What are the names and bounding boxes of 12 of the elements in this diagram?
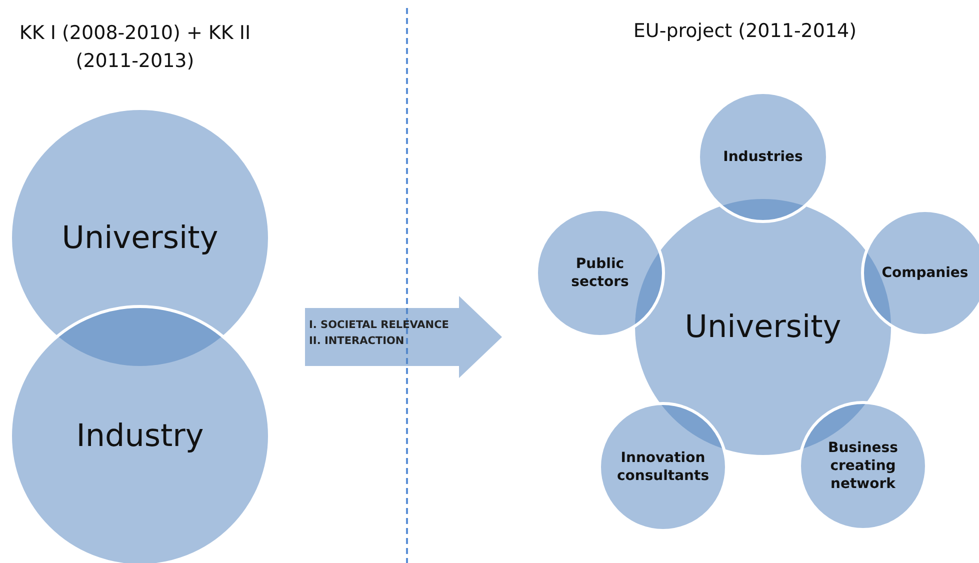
block-arrow <box>305 296 502 378</box>
circle-label: University <box>684 309 842 345</box>
circle-label: Business creating network <box>827 438 899 494</box>
edge-label: I. SOCIETAL RELEVANCE II. INTERACTION <box>309 318 449 349</box>
circle-label: Public sectors <box>570 254 630 292</box>
circle-label: Industry <box>76 418 204 454</box>
section-heading: EU-project (2011-2014) <box>632 19 858 44</box>
circle-label: University <box>62 220 218 256</box>
circle-label: Companies <box>882 264 968 282</box>
circle-label: Industries <box>723 148 803 166</box>
circle-label: Innovation consultants <box>616 448 710 486</box>
section-heading: KK I (2008-2010) + KK II (2011-2013) <box>18 21 252 74</box>
